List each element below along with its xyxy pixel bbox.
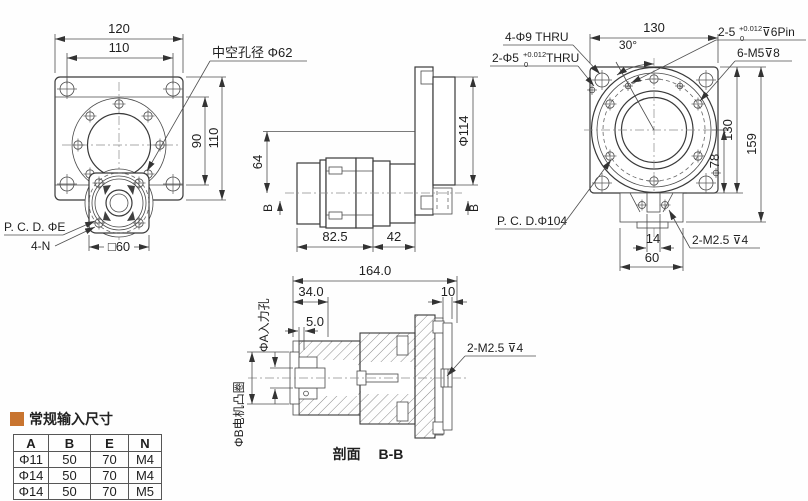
cell: 70: [90, 467, 129, 484]
back-dim-slot-label: 14: [646, 231, 660, 246]
table-title-text: 常规输入尺寸: [29, 411, 113, 427]
cell: M4: [128, 451, 162, 468]
cell: Φ14: [13, 467, 49, 484]
input-size-table: 常规输入尺寸 A B E N Φ11 50 70 M4 Φ14 50 70 M4…: [10, 409, 162, 500]
cell: 50: [48, 451, 91, 468]
back-pin-thru-callout: 2-Φ5 +0.012 0 THRU: [492, 45, 579, 70]
section-input-hole-label: ΦA入力孔: [257, 298, 271, 352]
back-taps-callout: 6-M5⊽8: [737, 46, 780, 60]
section-dim-total-label: 164.0: [359, 263, 392, 278]
table-header-row: A B E N: [13, 434, 162, 452]
front-dim-hole-spacing-label: 110: [109, 40, 130, 55]
section-view: 164.0 34.0 5.0 10 ΦA入力孔 ΦB电机凸圈 2-M2.5 ⊽4…: [232, 263, 536, 462]
side-dim-front-len-label: 42: [387, 229, 401, 244]
section-dim-step-label: 5.0: [306, 314, 324, 329]
side-view: 64 Φ114 B B 82.5 42: [250, 66, 481, 252]
back-angle-label: 30°: [619, 38, 637, 52]
back-pin-blind-callout: 2-5 +0.012 0 ⊽6Pin: [718, 19, 795, 44]
front-view: 120 110 90 110 中空孔径 Φ62 P. C. D. ΦE 4-N …: [4, 21, 307, 254]
section-caption: 剖面 B-B: [333, 446, 404, 462]
cell: M4: [128, 467, 162, 484]
cell: 70: [90, 483, 129, 500]
front-taps-callout-label: 4-N: [31, 239, 50, 253]
back-view: 30° 130 130 159 78 14 60 4-Φ9 THRU 2: [490, 19, 806, 271]
flange-cylinder-side: [432, 76, 456, 186]
back-m25-callout: 2-M2.5 ⊽4: [692, 233, 748, 247]
back-pcd-callout: P. C. D.Φ104: [497, 214, 567, 228]
table-row: Φ14 50 70 M5: [13, 483, 162, 500]
section-motor-boss-label: ΦB电机凸圈: [232, 381, 246, 447]
cell: Φ11: [13, 451, 49, 468]
back-dim-tab-width-label: 60: [645, 250, 659, 265]
back-dim-flange-offset-label: 78: [707, 154, 722, 168]
col-header: A: [13, 434, 49, 452]
section-marker-b-right: B: [467, 204, 481, 212]
side-dim-offset-label: 64: [250, 155, 265, 169]
cell: 50: [48, 483, 91, 500]
cell: 50: [48, 467, 91, 484]
col-header: E: [90, 434, 129, 452]
front-bore-callout-label: 中空孔径 Φ62: [212, 45, 292, 60]
section-dim-input-len-label: 34.0: [298, 284, 323, 299]
table-row: Φ14 50 70 M4: [13, 467, 162, 484]
table-row: Φ11 50 70 M4: [13, 451, 162, 468]
back-dim-width-label: 130: [643, 20, 665, 35]
front-pcd-callout-label: P. C. D. ΦE: [4, 220, 65, 234]
cell: M5: [128, 483, 162, 500]
back-corner-holes-callout: 4-Φ9 THRU: [505, 30, 569, 44]
side-dim-flange-dia-label: Φ114: [456, 115, 471, 146]
cell: 70: [90, 451, 129, 468]
cell: Φ14: [13, 483, 49, 500]
table-title: 常规输入尺寸: [10, 409, 162, 429]
spec-table: A B E N Φ11 50 70 M4 Φ14 50 70 M4 Φ14 50…: [13, 434, 162, 500]
front-dim-square-label: □60: [108, 239, 130, 254]
table-accent-swatch: [10, 412, 24, 426]
col-header: N: [128, 434, 162, 452]
front-dim-width-label: 120: [108, 21, 130, 36]
col-header: B: [48, 434, 91, 452]
section-dim-plate-label: 10: [441, 284, 455, 299]
section-marker-b-left: B: [261, 204, 275, 212]
back-dim-total-height-label: 159: [744, 133, 759, 155]
side-dim-body-len-label: 82.5: [322, 229, 347, 244]
front-dim-height-label: 110: [206, 128, 221, 149]
output-flange-section: [414, 314, 436, 439]
front-dim-bolt-span-label: 90: [189, 134, 204, 148]
section-m25-callout: 2-M2.5 ⊽4: [467, 341, 523, 355]
